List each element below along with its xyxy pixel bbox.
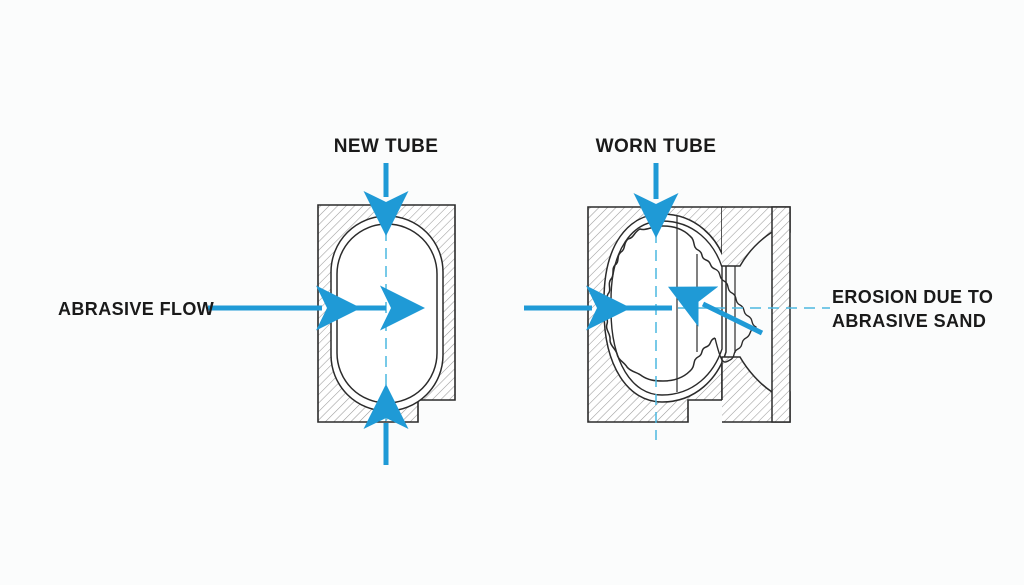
abrasive-flow-label: ABRASIVE FLOW [58, 299, 214, 319]
new-tube-label: NEW TUBE [334, 136, 439, 157]
worn-tube-flange-outline [771, 206, 791, 423]
worn-tube-label: WORN TUBE [596, 136, 717, 157]
erosion-label-line-2: ABRASIVE SAND [832, 311, 986, 331]
erosion-label-line-1: EROSION DUE TO [832, 287, 993, 307]
worn-tube-flange-hatch [772, 207, 790, 422]
worn-tube-erosion-jagged-top [662, 225, 716, 270]
worn-tube-erosion-jagged-bottom [662, 337, 716, 382]
worn-tube-erosion-jagged-throat [714, 268, 757, 363]
arrow-up-left-icon [667, 286, 764, 336]
worn-tube-figure: WORN TUBE [524, 136, 830, 440]
new-tube-figure: NEW TUBE [208, 136, 456, 465]
new-tube-liner-inner [336, 223, 438, 404]
